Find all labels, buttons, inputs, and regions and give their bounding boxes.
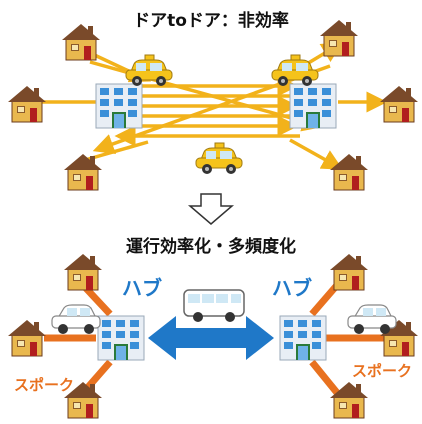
top-title: ドアtoドア：非効率 [133,11,289,31]
building-icon [289,83,337,129]
house-icon [63,153,103,191]
house-icon [379,85,419,123]
building-icon [97,315,145,361]
taxi-icon [125,54,173,87]
car-icon [51,304,101,335]
van-icon [183,289,245,322]
spoke-label-right: スポーク [352,362,413,380]
down-arrow-icon [187,193,235,225]
bottom-title: 運行効率化・多頻度化 [126,237,296,257]
hub-connection-arrow [148,316,274,360]
building-icon [95,83,143,129]
car-icon [347,304,397,335]
taxi-icon [195,142,243,175]
house-icon [329,153,369,191]
house-icon [63,253,103,291]
hub-label-left: ハブ [122,276,162,300]
house-icon [7,319,47,357]
spoke-label-left: スポーク [14,376,75,394]
house-icon [329,253,369,291]
hub-label-right: ハブ [272,276,312,300]
building-icon [279,315,327,361]
house-icon [7,85,47,123]
